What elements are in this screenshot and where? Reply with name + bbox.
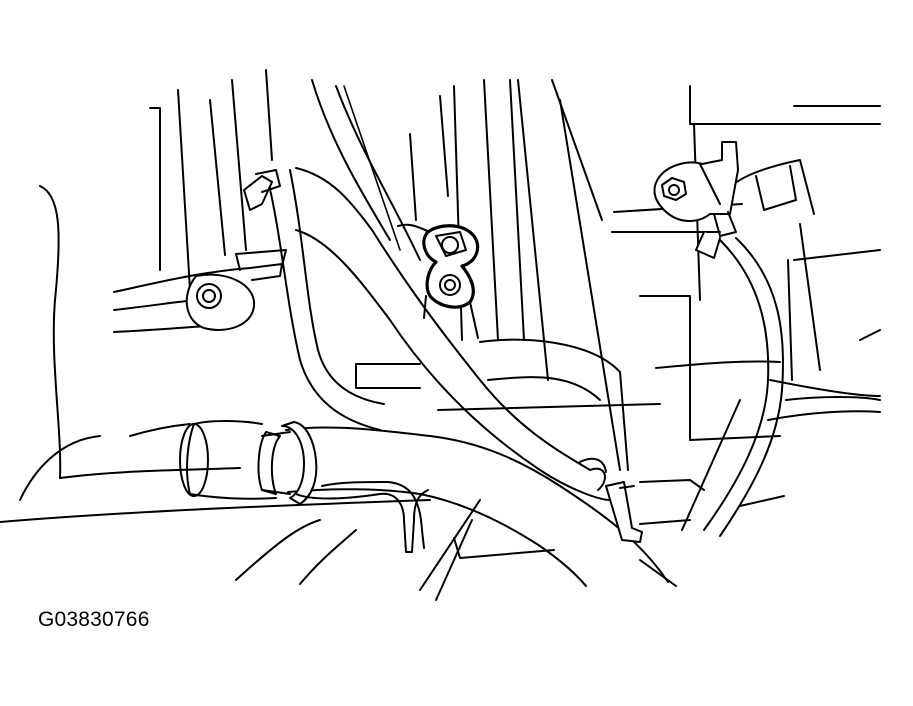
mounting-bracket-icon: [113, 249, 287, 333]
wire-harness-clip-icon: [579, 457, 705, 543]
hose-clamp-icon: [257, 421, 318, 505]
ground-cable: [681, 237, 785, 537]
firewall-lines: [343, 79, 621, 471]
ground-strap-bolt-icon: [653, 141, 739, 259]
left-body-panel: [0, 69, 431, 523]
figure-id-label: G03830766: [38, 608, 150, 631]
left-vertical-pipe: [243, 169, 385, 431]
right-pipes: [739, 396, 881, 507]
lower-bracket: [235, 481, 677, 601]
bolt-pair-bracket-icon: [397, 223, 480, 339]
horizontal-pipe: [355, 203, 781, 471]
main-harness-tube: [295, 79, 611, 501]
